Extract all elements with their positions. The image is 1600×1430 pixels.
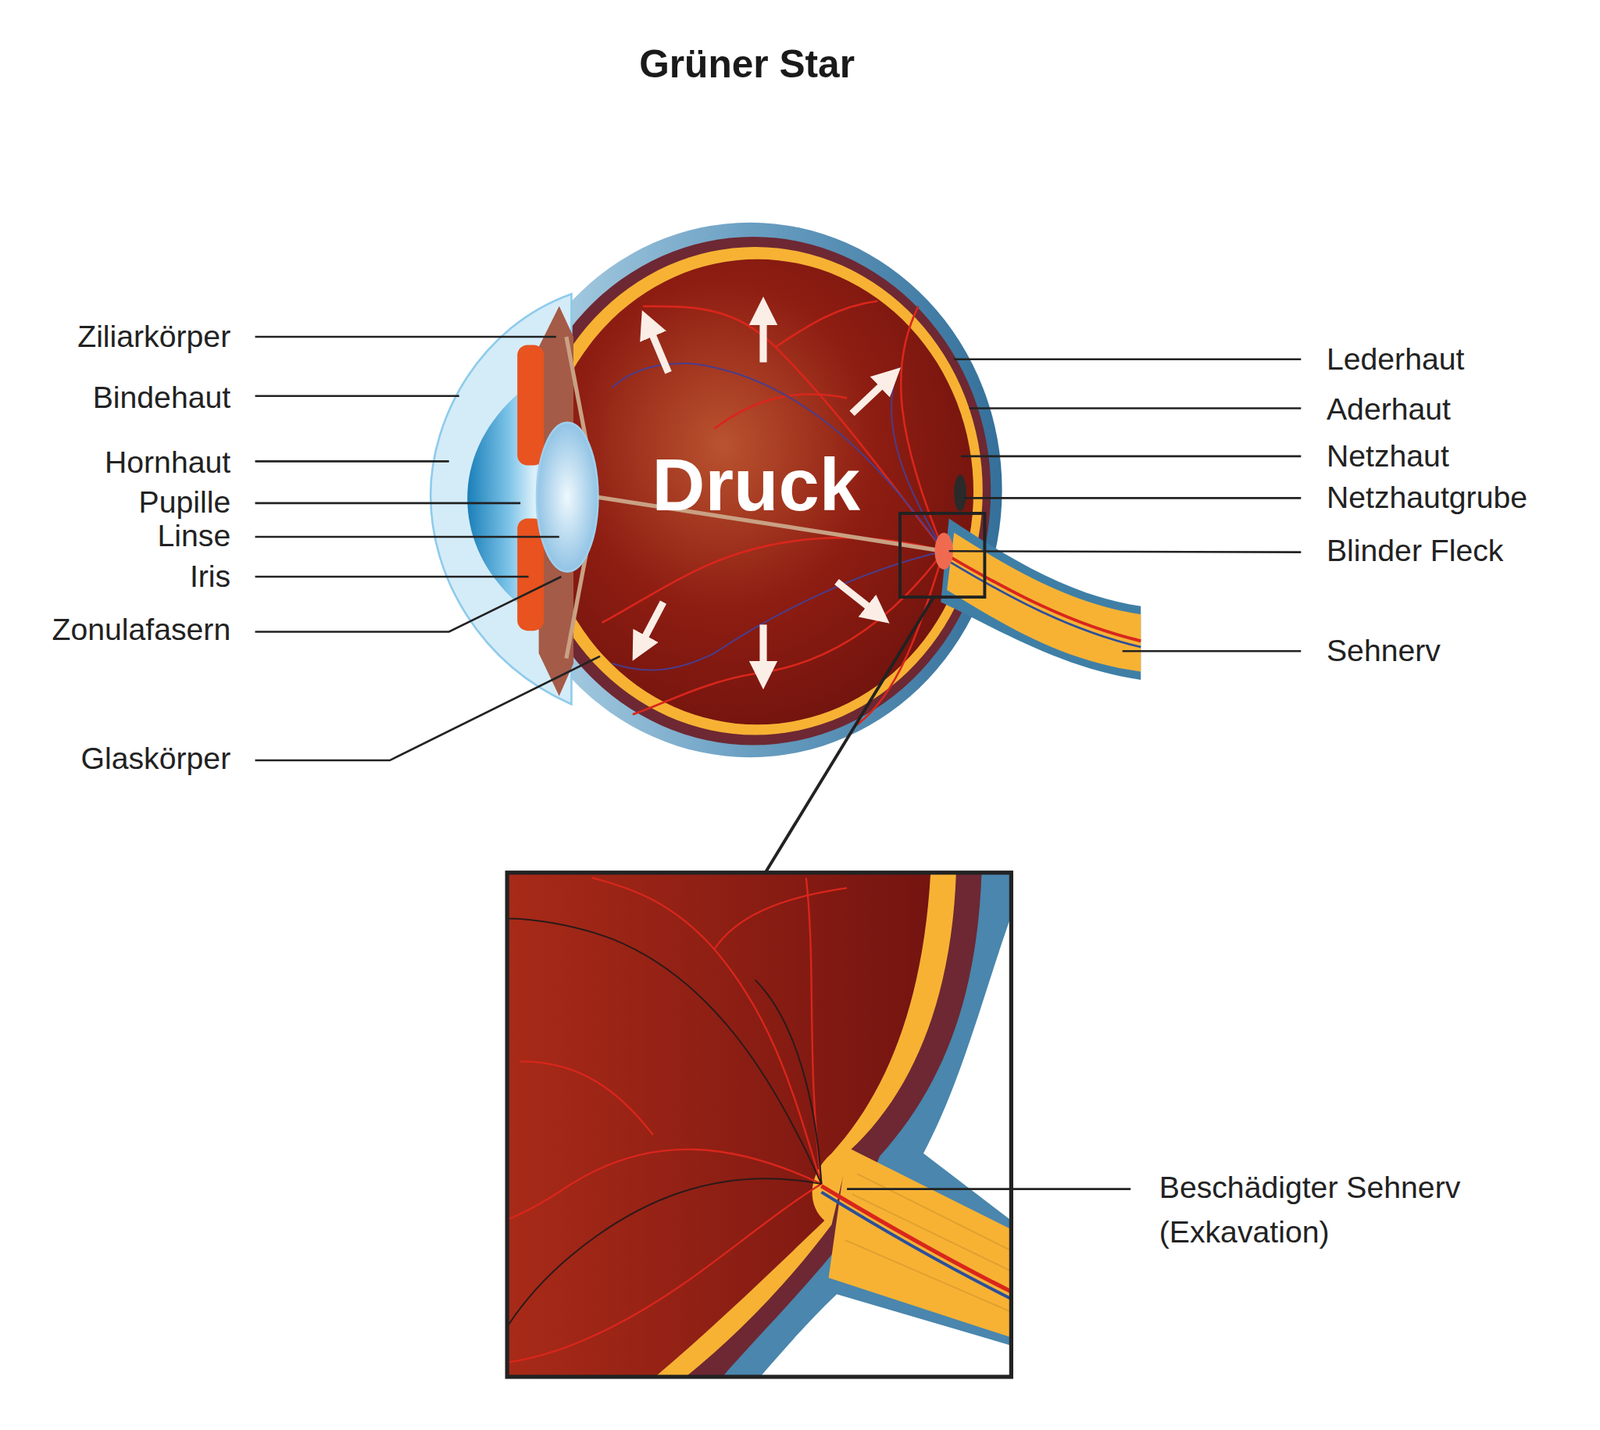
leader-line — [949, 550, 1302, 552]
blood-vessels — [602, 300, 945, 725]
leader-line — [255, 460, 450, 463]
iris-upper — [517, 344, 544, 465]
leader-line — [255, 575, 529, 579]
arrow — [836, 581, 876, 612]
vessel — [714, 887, 847, 949]
vein — [755, 979, 822, 1184]
vein — [507, 918, 822, 1185]
choroid — [515, 236, 992, 745]
part-label: Beschädigter Sehnerv (Exkavation) — [1159, 1165, 1512, 1254]
part-label: Bindehaut — [92, 380, 231, 415]
fovea — [953, 474, 967, 511]
fiber — [852, 1193, 1011, 1271]
part-label: Linse — [157, 518, 232, 554]
nerve-fibers — [844, 1173, 1011, 1311]
inset-vessels — [507, 877, 847, 1362]
part-label: Sehnerv — [1326, 633, 1441, 668]
leader-line — [969, 407, 1301, 410]
inset-frame — [507, 872, 1011, 1377]
retina — [527, 246, 983, 735]
zoom-box — [900, 513, 985, 597]
part-label: Iris — [189, 559, 231, 594]
inset-sclera — [507, 872, 1011, 1377]
leader-line — [255, 394, 460, 397]
leader-line — [255, 535, 560, 539]
diagram-title: Grüner Star — [639, 42, 855, 87]
inset-retina — [507, 872, 957, 1377]
fiber — [857, 1173, 1011, 1250]
vessel — [507, 1149, 822, 1220]
leader-line — [255, 335, 557, 339]
leader-line — [964, 496, 1301, 500]
vessel — [632, 550, 944, 715]
arrow — [649, 326, 669, 373]
part-label: Ziliarkörper — [77, 319, 231, 354]
leader-line — [1122, 650, 1302, 653]
part-label: Netzhaut — [1326, 439, 1450, 474]
iris-lower — [517, 518, 544, 632]
leader-line — [846, 1187, 1131, 1190]
part-label: Glaskörper — [81, 740, 232, 775]
leader-lines — [255, 336, 1302, 1190]
part-label: Zonulafasern — [51, 612, 231, 647]
inset-artery — [821, 1185, 1011, 1292]
leader-line — [953, 357, 1301, 361]
veins — [612, 363, 944, 670]
leader-line — [255, 576, 562, 633]
inset-veins — [507, 918, 822, 1327]
optic-nerve — [946, 532, 1141, 672]
vein — [612, 363, 944, 551]
inset-illustration — [507, 872, 1011, 1377]
vessel — [806, 877, 822, 1184]
vessel — [602, 537, 945, 623]
vessel — [775, 300, 879, 347]
part-label: Pupille — [139, 484, 232, 519]
part-label: Aderhaut — [1326, 392, 1451, 427]
vein — [507, 1178, 822, 1327]
part-label: Lederhaut — [1326, 342, 1465, 377]
vitreous-body — [540, 259, 974, 725]
vessel — [507, 1183, 822, 1363]
leader-line — [255, 656, 600, 761]
part-label: Netzhautgrube — [1326, 480, 1528, 515]
arrow — [852, 379, 889, 414]
zonular-fibers — [566, 336, 944, 658]
part-label: Hornhaut — [104, 444, 231, 479]
leader-line — [960, 455, 1301, 458]
vein — [612, 550, 944, 670]
nerve-artery — [949, 556, 1142, 641]
leader-line — [255, 502, 522, 505]
vessel — [520, 1060, 654, 1135]
zoom-line — [765, 596, 935, 873]
fiber — [844, 1239, 1011, 1311]
sclera — [497, 222, 1002, 758]
pressure-label: Druck — [652, 442, 861, 529]
inset-vitreous — [507, 872, 931, 1377]
optic-nerve-sheath — [940, 518, 1141, 680]
arrow — [640, 602, 664, 646]
pressure-arrows — [640, 314, 888, 672]
nerve-vein — [949, 560, 1142, 647]
arrow — [759, 624, 767, 672]
part-label: Blinder Fleck — [1326, 533, 1504, 568]
inset-background — [507, 872, 1011, 1377]
vessel — [592, 877, 822, 1184]
inset-vein — [821, 1192, 1011, 1299]
arrow — [759, 314, 767, 362]
lens — [536, 422, 598, 572]
